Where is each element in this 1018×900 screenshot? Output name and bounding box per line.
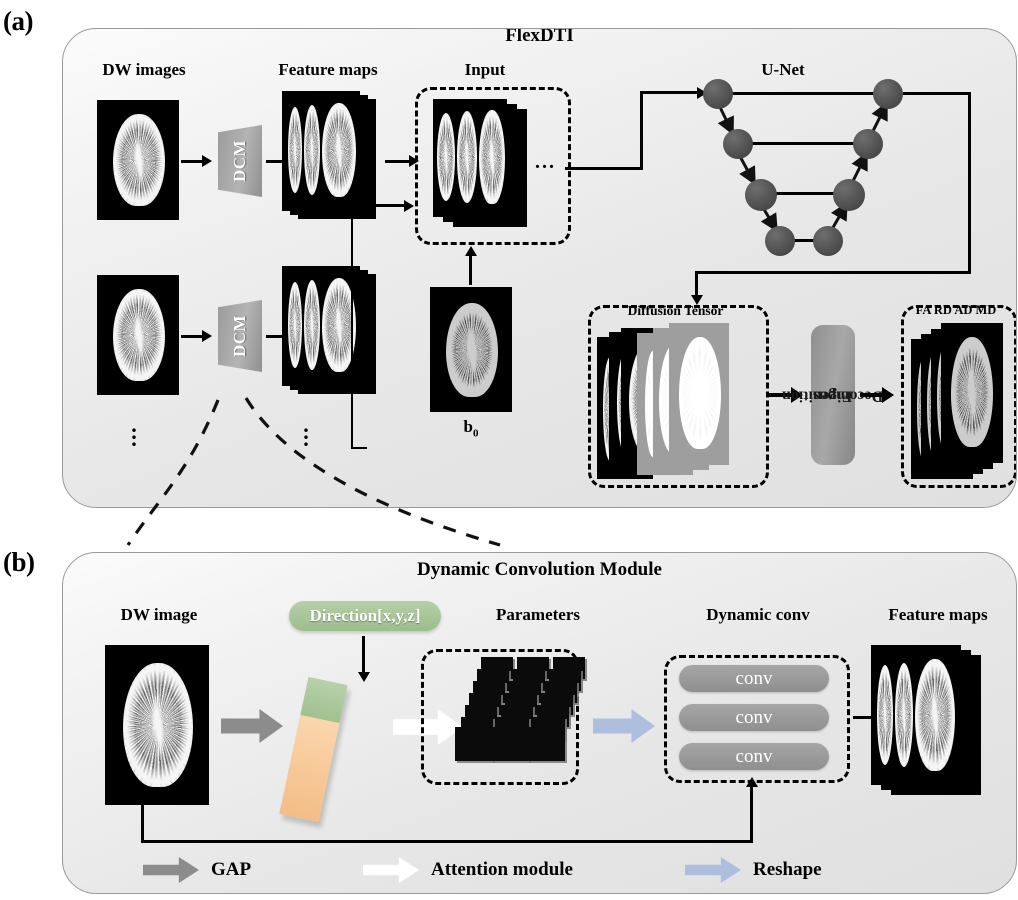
direction-pill-main[interactable]: Direction[x,y,z]	[289, 601, 441, 631]
dw-image-row1	[97, 100, 179, 220]
unet-skip-3	[762, 192, 840, 196]
gap-arrow	[221, 709, 283, 743]
b0-base: b	[463, 417, 473, 436]
panel-b: Dynamic Convolution Module DW image Para…	[62, 552, 1017, 894]
feedback-horizontal	[141, 840, 753, 844]
feedback-down	[141, 805, 145, 843]
dcm-block-1[interactable]: DCM	[218, 125, 262, 197]
unet-feed-v	[640, 91, 643, 170]
unet-feed-h1	[565, 167, 643, 170]
conv-pill-3[interactable]: conv	[679, 743, 829, 770]
legend: GAP Attention module Reshape	[63, 849, 1016, 893]
arrow-dw1-to-dcm1	[181, 159, 203, 163]
reshape-arrow	[593, 709, 655, 743]
diffusion-tensor-box	[588, 305, 769, 488]
unet-node-r1	[873, 79, 903, 109]
label-input: Input	[464, 60, 506, 79]
dw-image-row2	[97, 275, 179, 395]
legend-label-gap: GAP	[211, 859, 252, 880]
feedback-up	[750, 785, 754, 843]
conv-pill-1[interactable]: conv	[679, 665, 829, 692]
label-feature-maps-b: Feature maps	[888, 605, 988, 624]
legend-arrow-reshape	[685, 857, 741, 883]
dcm-block-2[interactable]: DCM	[218, 300, 262, 372]
unet-out-v	[968, 92, 972, 274]
label-diffusion-tensor: Diffusion Tensor	[627, 303, 724, 318]
unet-node-r4	[813, 226, 843, 256]
unet-skip-4	[782, 239, 824, 242]
arrow-dt-to-eigen	[769, 393, 793, 397]
label-dw-images: DW images	[102, 60, 186, 79]
arrow-b0-to-input	[469, 255, 472, 285]
ellipsis-dw-column: ...	[131, 412, 137, 451]
panel-a-title: FlexDTI	[505, 28, 574, 46]
unet-graph	[703, 79, 963, 259]
arrow-dw2-to-dcm2	[181, 334, 203, 338]
dw-image-panel-b	[105, 645, 209, 805]
unet-out-h1	[903, 92, 971, 95]
conv-pill-3-label: conv	[735, 746, 773, 767]
arrow-direction-to-bar	[362, 636, 365, 674]
panel-a-label: (a)	[3, 6, 33, 36]
panel-b-title: Dynamic Convolution Module	[417, 559, 662, 580]
unet-node-l2	[723, 129, 753, 159]
unet-out-h2	[695, 271, 971, 275]
label-unet: U-Net	[761, 60, 805, 79]
arrow-fm1-to-input	[385, 159, 410, 163]
arrow-eigen-to-metrics	[860, 393, 884, 397]
conv-pill-2[interactable]: conv	[679, 704, 829, 731]
conv-pill-2-label: conv	[735, 707, 773, 728]
label-metrics: FA RD AD MD	[915, 303, 997, 317]
unet-skip-1	[722, 92, 874, 96]
b0-subscript: 0	[472, 427, 479, 440]
direction-vector-bar	[279, 676, 348, 823]
label-parameters: Parameters	[495, 605, 580, 624]
metrics-box	[901, 305, 1016, 488]
parameters-box	[421, 649, 579, 785]
gather-bracket	[351, 204, 367, 449]
panel-b-label: (b)	[3, 547, 35, 577]
unet-out-down	[695, 271, 699, 297]
unet-node-l1	[703, 79, 733, 109]
legend-arrow-attention	[363, 857, 419, 883]
unet-node-l3	[745, 179, 777, 211]
arrow-dcm1-to-fm1	[266, 159, 289, 163]
dcm-label-1: DCM	[230, 139, 249, 183]
direction-pill-label: Direction[x,y,z]	[309, 606, 421, 625]
label-dynamic-conv: Dynamic conv	[706, 605, 810, 624]
label-dw-image: DW image	[120, 605, 198, 624]
conv-pill-1-label: conv	[735, 668, 773, 689]
unet-skip-2	[742, 142, 856, 145]
panel-a: FlexDTI DW images Feature maps Input U-N…	[62, 28, 1017, 508]
input-box	[415, 87, 571, 245]
input-ellipsis: ...	[535, 151, 556, 173]
legend-label-attention: Attention module	[431, 859, 573, 880]
arrow-bracket-to-input	[363, 204, 405, 207]
arrow-dcm2-to-fm2	[266, 334, 289, 338]
ellipsis-fm-column: ...	[303, 412, 309, 451]
unet-node-r2	[853, 129, 883, 159]
kernel-grid	[431, 657, 585, 773]
dcm-label-2: DCM	[230, 314, 249, 358]
unet-node-r3	[833, 179, 865, 211]
unet-node-l4	[765, 226, 795, 256]
legend-label-reshape: Reshape	[753, 859, 822, 880]
legend-arrow-gap	[143, 857, 199, 883]
unet-feed-h2	[640, 91, 700, 94]
label-feature-maps: Feature maps	[278, 60, 378, 79]
label-b0: b0	[429, 417, 513, 439]
b0-image	[430, 287, 512, 412]
